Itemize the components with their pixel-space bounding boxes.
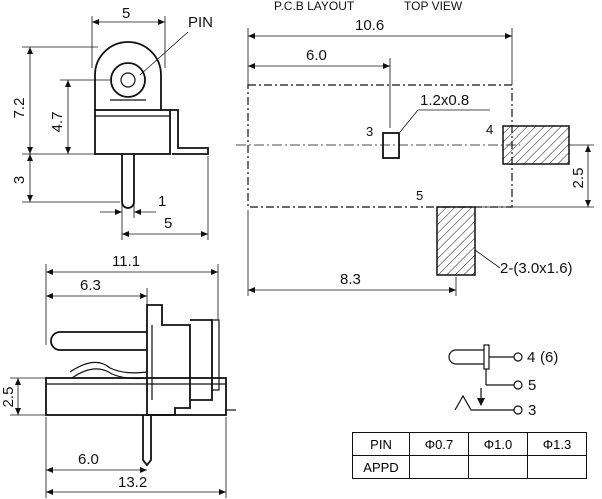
table-header-d13: Φ1.3 — [527, 432, 587, 456]
pcb-pin3-size: 1.2x0.8 — [420, 92, 469, 109]
schematic-pin4-alt: (6) — [540, 349, 558, 366]
pcb-dim-pad-gap: 2.5 — [570, 168, 587, 189]
side-dim-height-total: 7.2 — [11, 98, 28, 119]
pcb-dim-pin3-offset: 6.0 — [306, 47, 327, 64]
table-row: APPD — [352, 455, 587, 479]
schematic-pin4-label: 4 — [527, 349, 535, 366]
front-dim-body: 6.3 — [80, 277, 101, 294]
pcb-dim-total-width: 10.6 — [355, 17, 384, 34]
side-dim-pin-length: 3 — [11, 176, 28, 184]
pcb-layout: P.C.B LAYOUT TOP VIEW 10.6 6.0 3 1.2x0.8… — [236, 0, 594, 296]
pin-label: PIN — [188, 14, 213, 31]
side-dim-pin-width: 1 — [158, 193, 166, 210]
side-dim-height-center: 4.7 — [49, 112, 66, 133]
table-header-row: PIN Φ0.7 Φ1.0 Φ1.3 — [352, 432, 587, 456]
table-header-d07: Φ0.7 — [409, 432, 469, 456]
side-dim-base: 5 — [164, 215, 172, 232]
pcb-dim-pad5-offset: 8.3 — [340, 271, 361, 288]
table-cell — [468, 455, 528, 479]
front-dim-overall: 13.2 — [118, 474, 147, 491]
table-header-pin: PIN — [352, 432, 410, 456]
front-view: 11.1 6.3 2.5 6.0 13.2 — [0, 253, 236, 498]
schematic-pin3-label: 3 — [528, 402, 536, 419]
pcb-title: P.C.B LAYOUT — [274, 0, 355, 13]
pin-table: PIN Φ0.7 Φ1.0 Φ1.3 APPD — [352, 432, 587, 479]
front-dim-height: 2.5 — [0, 387, 17, 408]
schematic-pin5-label: 5 — [528, 377, 536, 394]
side-dim-width: 5 — [122, 5, 130, 22]
pcb-pin5-label: 5 — [416, 188, 423, 203]
view-title: TOP VIEW — [404, 0, 463, 13]
front-dim-pin-offset: 6.0 — [78, 451, 99, 468]
table-cell — [527, 455, 587, 479]
table-cell — [409, 455, 469, 479]
table-header-d10: Φ1.0 — [468, 432, 528, 456]
pcb-pin4-label: 4 — [486, 122, 493, 137]
schematic: 4 (6) 5 3 — [448, 344, 558, 419]
side-view: 5 PIN 7.2 4.7 3 1 5 — [11, 5, 213, 240]
table-row-label: APPD — [352, 455, 410, 479]
pcb-pad-size: 2-(3.0x1.6) — [500, 260, 573, 277]
front-dim-total: 11.1 — [112, 253, 140, 270]
pcb-pin3-label: 3 — [366, 124, 373, 139]
